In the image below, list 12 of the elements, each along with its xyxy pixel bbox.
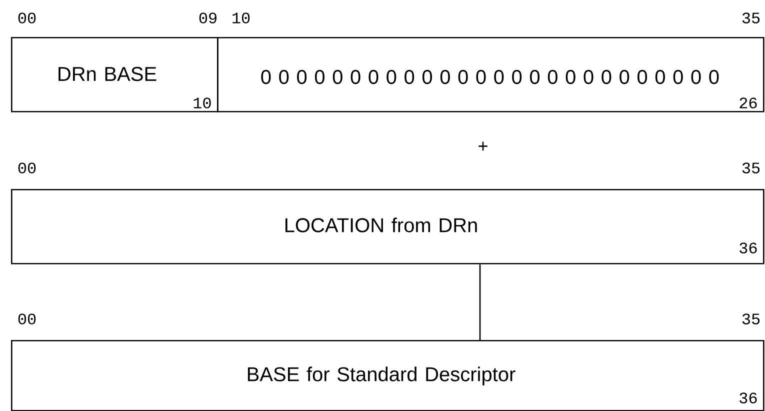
bit-number: 35 — [742, 314, 760, 324]
bit-number: 09 — [199, 12, 216, 24]
field-box: DRn BASE 10 — [11, 37, 218, 112]
bit-number: 10 — [232, 12, 250, 24]
bit-number: 00 — [18, 314, 36, 324]
bit-number: 00 — [18, 162, 36, 174]
field-box: BASE for Standard Descriptor 36 — [11, 340, 764, 411]
connector-line — [479, 264, 481, 340]
field-box: LOCATION from DRn 36 — [11, 188, 764, 264]
field-box: 0 0 0 0 0 0 0 0 0 0 0 0 0 0 0 0 0 0 0 0 0 0 0 0 0 0 26 — [217, 37, 764, 112]
bit-number: 35 — [742, 162, 760, 174]
plus-sign: + — [478, 142, 488, 151]
